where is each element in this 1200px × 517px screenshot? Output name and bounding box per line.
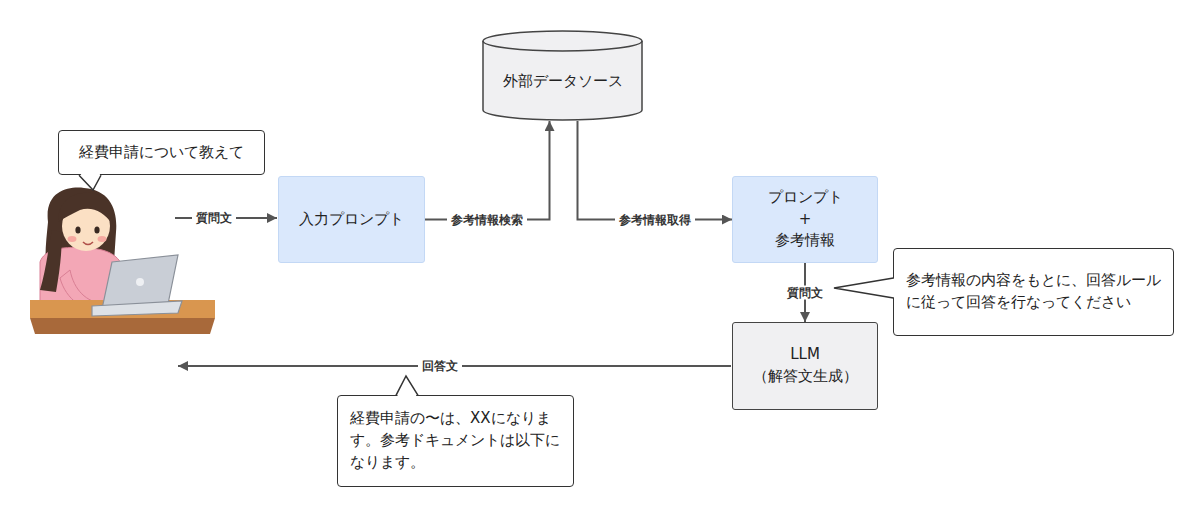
tail-outline <box>834 278 893 298</box>
cheek <box>68 236 77 242</box>
process-box: 入力プロンプト <box>278 176 425 263</box>
llm-box: LLM （解答文生成） <box>732 322 878 410</box>
mouth <box>83 242 93 245</box>
laptop-base <box>92 301 182 316</box>
flow-arrow <box>425 121 550 220</box>
edge-label: 質問文 <box>783 285 827 300</box>
database-cylinder: 外部データソース <box>482 30 643 121</box>
callout-bubble: 経費申請の〜は、XXになります。参考ドキュメントは以下になります。 <box>337 395 574 487</box>
cheek <box>98 236 107 242</box>
arrow-label: 回答文 <box>418 359 462 374</box>
flow-arrow <box>578 121 733 220</box>
node-text: 入力プロンプト <box>299 209 404 231</box>
bangs <box>58 193 113 224</box>
node-text: 経費申請について教えて <box>79 142 244 164</box>
arrow-label: 質問文 <box>192 211 236 226</box>
eye <box>75 226 80 233</box>
tail-fill <box>79 172 101 190</box>
process-box: プロンプト + 参考情報 <box>732 176 878 263</box>
desk-front <box>30 318 215 334</box>
cylinder-rim <box>483 41 642 51</box>
laptop-logo <box>136 278 144 286</box>
user-illustration <box>30 188 215 334</box>
cylinder-body <box>483 31 642 120</box>
node-text: プロンプト + 参考情報 <box>767 187 843 252</box>
node-text: 参考情報の内容をもとに、回答ルールに従って回答を行なってください <box>906 270 1161 314</box>
node-text: LLM （解答文生成） <box>753 344 857 388</box>
node-text: 外部データソース <box>503 71 623 93</box>
node-text: 経費申請の〜は、XXになります。参考ドキュメントは以下になります。 <box>350 408 561 473</box>
speech-bubble: 経費申請について教えて <box>58 130 265 175</box>
tail-outline <box>79 175 101 190</box>
callout-bubble: 参考情報の内容をもとに、回答ルールに従って回答を行なってください <box>893 248 1174 336</box>
laptop-screen <box>102 255 178 309</box>
eye <box>94 226 99 233</box>
hair-back <box>40 230 62 292</box>
tail-fill <box>834 278 897 298</box>
tail-outline <box>396 376 418 395</box>
tail-fill <box>396 376 418 399</box>
edge-label: 参考情報検索 <box>447 212 527 227</box>
edge-label: 参考情報取得 <box>615 212 695 227</box>
